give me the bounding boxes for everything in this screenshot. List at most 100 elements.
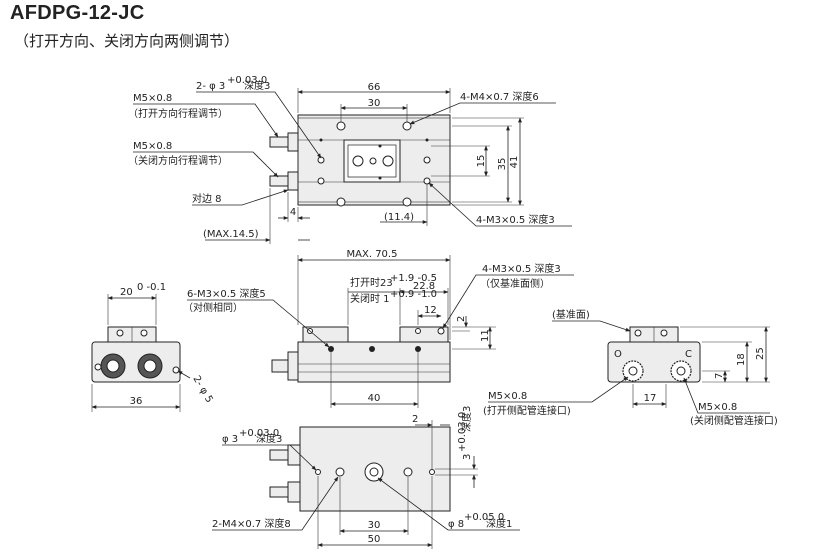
bottom-center-hole	[369, 467, 379, 477]
dim-18: 18	[736, 353, 747, 366]
front-m3-hole	[369, 346, 375, 352]
top-m4-hole	[336, 197, 346, 207]
label-depth3-bottom: 深度3	[460, 406, 473, 432]
label-phi3-tol-bottom: +0.03 0	[239, 428, 279, 439]
label-hex: 对边 8	[192, 192, 222, 205]
bottom-m4-hole	[403, 467, 413, 477]
label-m3-4: 4-M3×0.5 深度3	[482, 262, 561, 275]
dim-17: 17	[644, 393, 657, 404]
right-view-port-open-inner	[628, 366, 638, 376]
bottom-view: φ 3 +0.03 0 深度3 2 3 +0.03 0 深度3 2-M4×0.7…	[212, 406, 520, 549]
top-m4-hole	[336, 121, 346, 131]
label-m3-top: 4-M3×0.5 深度3	[476, 213, 555, 226]
top-marker-dot	[319, 138, 323, 142]
dim-2-bottom: 2	[412, 414, 418, 425]
top-adjuster-open-screw	[269, 136, 289, 148]
top-marker-dot	[378, 176, 382, 180]
top-center-hole	[369, 157, 377, 165]
top-pin-hole	[352, 155, 364, 167]
left-view-jaw-hole	[116, 329, 124, 337]
bottom-adjuster-screw	[269, 486, 289, 498]
front-view-jaw-left	[302, 326, 349, 343]
dim-25: 25	[755, 347, 766, 360]
dim-30: 30	[368, 98, 381, 109]
dim-2-front: 2	[456, 316, 467, 322]
label-phi3-bottom: φ 3	[222, 434, 238, 445]
left-view-port-inner	[143, 359, 157, 373]
front-m3-hole	[415, 346, 421, 352]
dim-12: 12	[424, 305, 437, 316]
right-view: O C (基准面) 25 18 7 17 M5×0.8 (打开侧配管连接口) M…	[483, 308, 778, 427]
label-m3-4-note: （仅基准面侧）	[480, 277, 550, 290]
dim-max-14-5: (MAX.14.5)	[203, 229, 259, 240]
label-m5-close: M5×0.8	[133, 141, 172, 152]
top-adjuster-open	[287, 132, 299, 152]
front-view: MAX. 70.5 打开时23 +1.9 -0.5 关闭时 1 +0.9 -1.…	[183, 249, 574, 408]
bottom-adjuster-block	[287, 444, 301, 466]
label-m5-close-port: M5×0.8	[698, 402, 737, 413]
right-view-jaw-hole	[634, 329, 642, 337]
label-phi8: φ 8	[448, 519, 464, 530]
label-phi8-tol: +0.05 0	[464, 512, 504, 523]
left-view-port-inner	[106, 359, 120, 373]
top-m4-hole	[402, 121, 412, 131]
top-pin-hole	[382, 155, 394, 167]
left-view-jaw-hole	[140, 329, 148, 337]
front-jaw-hole	[437, 327, 445, 335]
front-view-jaw-right	[399, 326, 449, 343]
dim-3-bottom: 3	[462, 454, 473, 460]
label-phi3-top: 2- φ 3	[196, 81, 225, 92]
label-phi3-tol-top: +0.03 0	[227, 75, 267, 86]
top-m4-hole	[402, 197, 412, 207]
label-phi3-depth-bottom: 深度3	[256, 432, 282, 445]
right-view-jaw-hole	[660, 329, 668, 337]
label-close-tol: +0.9 -1.0	[390, 289, 437, 300]
dim-40: 40	[368, 393, 381, 404]
dim-36: 36	[130, 396, 143, 407]
dim-4: 4	[290, 207, 296, 218]
front-adjuster-block	[287, 351, 299, 381]
top-m3-hole	[317, 177, 325, 185]
top-marker-dot	[425, 138, 429, 142]
top-adjuster-close-screw	[269, 175, 289, 187]
dim-41: 41	[509, 156, 520, 169]
right-view-port-close-inner	[676, 366, 686, 376]
label-depth1: 深度1	[486, 517, 512, 530]
dim-22-8: 22.8	[413, 281, 435, 292]
label-m5-close-note: （关闭方向行程调节）	[128, 154, 228, 167]
dim-20-tol: 0 -0.1	[137, 282, 166, 293]
front-adjuster-screw	[271, 359, 289, 373]
label-m5-open-note: （打开方向行程调节）	[128, 107, 228, 120]
label-phi3-depth-top: 深度3	[244, 79, 270, 92]
dim-20: 20	[120, 287, 133, 298]
label-m5-open: M5×0.8	[133, 93, 172, 104]
top-marker-dot	[378, 144, 382, 148]
top-adjuster-close	[287, 171, 299, 191]
label-open: 打开时23	[350, 276, 393, 289]
label-open-tol: +1.9 -0.5	[390, 273, 437, 284]
label-m5-open-port: M5×0.8	[488, 391, 527, 402]
front-m3-hole	[328, 346, 334, 352]
dim-7: 7	[714, 373, 725, 379]
left-view: 20 0 -0.1 36 2- φ 5	[91, 282, 215, 412]
label-m3-6-note: （对侧相同）	[183, 301, 243, 314]
left-view-pin-hole	[172, 366, 180, 374]
dim-30-bottom: 30	[368, 520, 381, 531]
label-m4-top: 4-M4×0.7 深度6	[460, 90, 539, 103]
label-m5-close-port-note: (关闭侧配管连接口)	[690, 414, 778, 427]
left-view-pin-hole	[94, 363, 102, 371]
bottom-pin-hole	[315, 469, 321, 475]
dim-2-phi5: 2- φ 5	[190, 374, 214, 405]
page-subtitle: （打开方向、关闭方向两侧调节）	[14, 32, 240, 50]
dim-3-tol-bottom: +0.03 0	[457, 412, 468, 452]
top-view-inner-outline	[297, 117, 451, 203]
dim-11: 11	[480, 329, 491, 342]
label-m5-open-port-note: (打开侧配管连接口)	[483, 404, 571, 417]
top-m3-hole	[423, 156, 431, 164]
dim-50-bottom: 50	[368, 534, 381, 545]
dim-11-4: (11.4)	[384, 212, 414, 223]
port-letter-o: O	[614, 349, 622, 360]
dim-66: 66	[368, 82, 381, 93]
label-base: (基准面)	[552, 308, 590, 321]
